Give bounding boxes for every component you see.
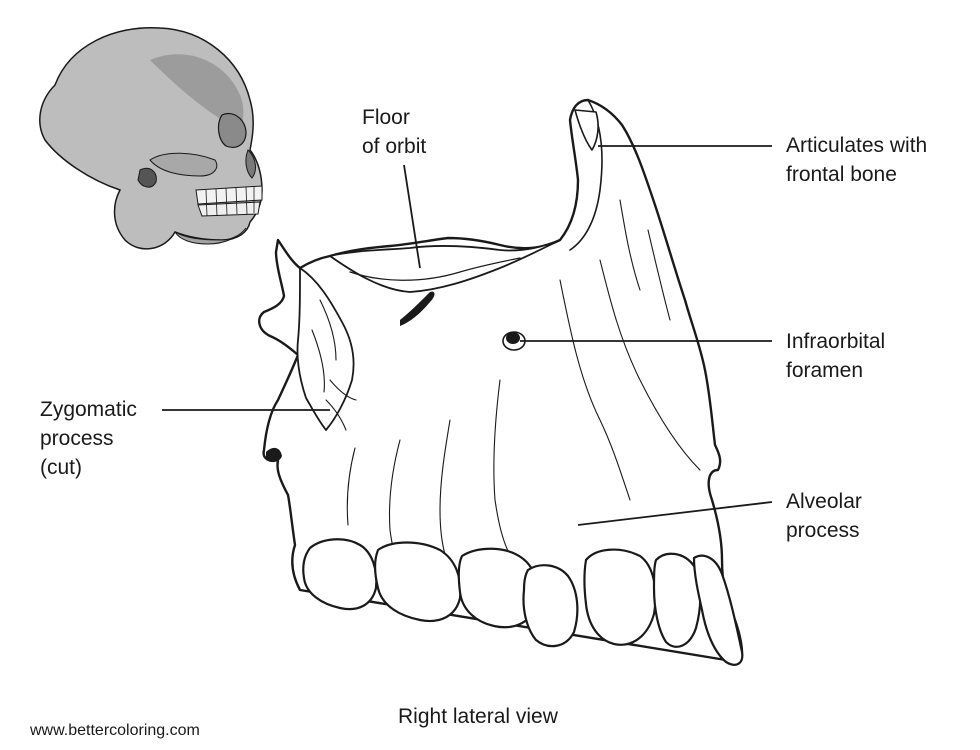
zygomatic-shadow [400, 291, 435, 326]
label-infraorbital: Infraorbital foramen [786, 327, 885, 385]
tooth-incisor [692, 554, 744, 666]
label-floor-of-orbit-line2: of orbit [362, 135, 427, 158]
tooth-premolar-1 [583, 548, 657, 646]
skull-forehead-highlight [150, 54, 244, 130]
label-articulates-line1: Articulates with [786, 134, 928, 157]
label-zygomatic-line3: (cut) [40, 456, 82, 479]
tooth-canine [652, 552, 702, 648]
label-articulates-line2: frontal bone [786, 163, 897, 186]
skull-thumbnail [39, 26, 263, 250]
frontal-process-notch [574, 109, 599, 151]
tooth-molar-1 [457, 547, 539, 629]
skull-cheekbone [149, 152, 218, 177]
label-articulates: Articulates with frontal bone [786, 131, 927, 189]
label-alveolar-line2: process [786, 519, 860, 542]
leader-lines [162, 145, 773, 526]
skull-ear-hole [137, 167, 157, 188]
label-infraorbital-line2: foramen [786, 359, 864, 382]
teeth [302, 538, 744, 666]
label-zygomatic: Zygomatic process (cut) [40, 395, 137, 482]
skull-eye-socket [217, 112, 247, 148]
bone-contours [346, 199, 701, 566]
infraorbital-foramen-hole [506, 332, 520, 344]
maxilla-bone [258, 98, 744, 666]
zygomatic-cut-lines [311, 299, 357, 431]
zygomatic-notch-dark [266, 447, 282, 463]
label-alveolar: Alveolar process [786, 487, 862, 545]
label-zygomatic-line1: Zygomatic [40, 398, 137, 421]
figure-caption: Right lateral view [398, 705, 558, 728]
skull-teeth-lower [197, 201, 261, 217]
label-infraorbital-line1: Infraorbital [786, 330, 886, 353]
skull-jaw [174, 227, 247, 245]
label-floor-of-orbit-line1: Floor [362, 106, 410, 129]
skull-nasal [245, 149, 256, 179]
label-floor-of-orbit: Floor of orbit [362, 103, 426, 161]
tooth-premolar-2 [522, 564, 579, 648]
tooth-molar-2 [373, 541, 462, 623]
maxilla-body [258, 98, 744, 664]
label-zygomatic-line2: process [40, 427, 114, 450]
label-alveolar-line1: Alveolar [786, 490, 862, 513]
credit-text[interactable]: www.bettercoloring.com [30, 722, 200, 739]
skull-teeth-upper [195, 185, 263, 205]
leader-alveolar [577, 501, 773, 526]
orbit-floor-inner [349, 257, 521, 281]
tooth-molar-3 [302, 538, 378, 611]
leader-floor-of-orbit [403, 164, 421, 269]
